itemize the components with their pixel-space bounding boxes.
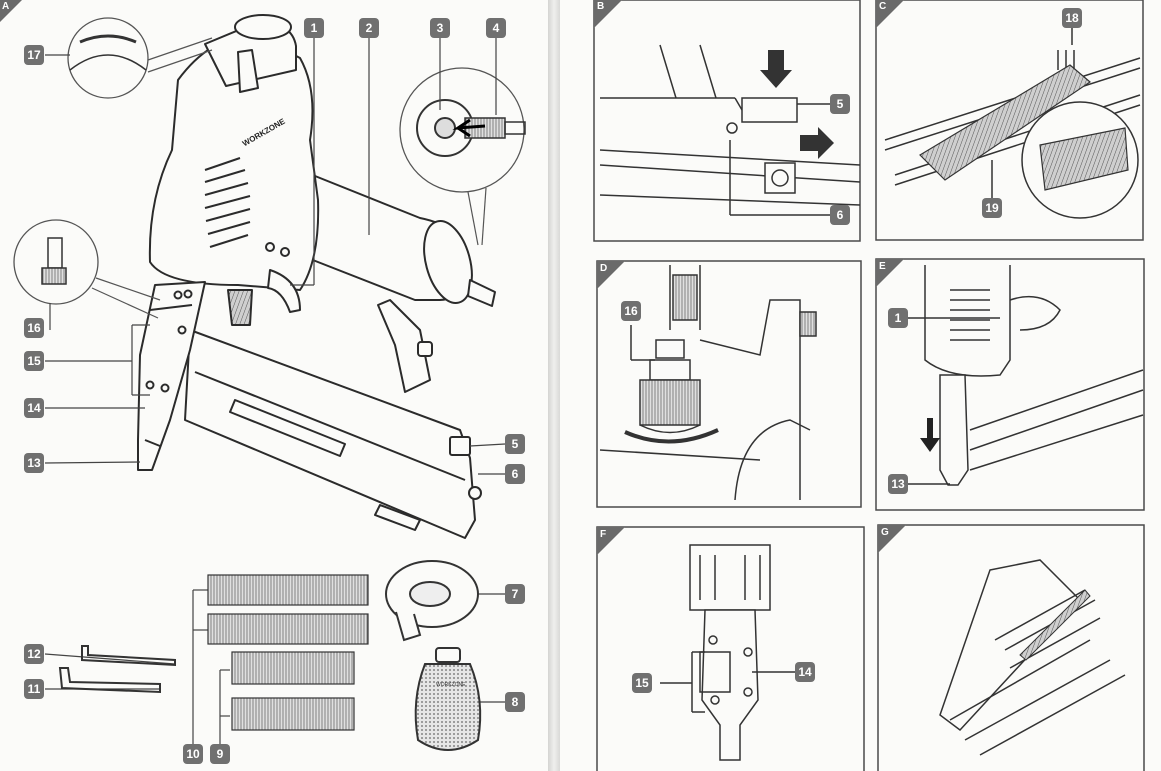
callout-3: 3	[430, 18, 450, 38]
callout-1: 1	[888, 308, 908, 328]
allen-keys	[58, 645, 176, 694]
callout-15: 15	[632, 673, 652, 693]
callout-18: 18	[1062, 8, 1082, 28]
figure-e	[875, 258, 1145, 511]
callout-4: 4	[486, 18, 506, 38]
figure-b-label: B	[597, 1, 605, 12]
callout-15: 15	[24, 351, 44, 371]
figure-c-label: C	[879, 1, 887, 12]
brad-nail-strips	[207, 574, 369, 731]
callout-8: 8	[505, 692, 525, 712]
figure-b	[593, 0, 861, 242]
callout-17: 17	[24, 45, 44, 65]
callout-7: 7	[505, 584, 525, 604]
callout-2: 2	[359, 18, 379, 38]
grip-ribs	[204, 157, 251, 248]
callout-16: 16	[24, 318, 44, 338]
bottle-brand-label: WORKZONE	[436, 682, 466, 688]
oil-bottle	[414, 647, 482, 751]
leader-lines	[44, 38, 506, 744]
rotate-arrow-icon	[79, 34, 137, 44]
down-arrow-icon	[920, 418, 940, 452]
figure-f	[596, 526, 865, 771]
callout-12: 12	[24, 644, 44, 664]
callout-14: 14	[24, 398, 44, 418]
callout-13: 13	[888, 474, 908, 494]
callout-5: 5	[830, 94, 850, 114]
figure-a-corner	[0, 0, 22, 22]
figure-a-label: A	[2, 1, 10, 12]
detail-circle-16	[13, 219, 99, 305]
figure-d-label: D	[600, 263, 608, 274]
right-arrow-icon	[800, 127, 834, 159]
callout-16: 16	[621, 301, 641, 321]
nail-gun-drawing	[137, 14, 496, 539]
callout-6: 6	[505, 464, 525, 484]
callout-10: 10	[183, 744, 203, 764]
callout-14: 14	[795, 662, 815, 682]
figure-g	[877, 524, 1145, 771]
callout-19: 19	[982, 198, 1002, 218]
down-arrow-icon	[760, 50, 792, 88]
figure-c	[875, 0, 1144, 241]
callout-9: 9	[210, 744, 230, 764]
insert-arrow-icon	[452, 118, 486, 138]
callout-5: 5	[505, 434, 525, 454]
callout-1: 1	[304, 18, 324, 38]
thread-seal-tape	[385, 560, 479, 642]
figure-d	[596, 260, 862, 508]
callout-11: 11	[24, 679, 44, 699]
callout-6: 6	[830, 205, 850, 225]
figure-a	[0, 0, 526, 751]
rotate-arrow-icon	[624, 428, 719, 444]
book-gutter	[548, 0, 560, 771]
figure-g-label: G	[881, 527, 889, 538]
callout-13: 13	[24, 453, 44, 473]
detail-circle-17	[67, 17, 149, 99]
figure-f-label: F	[600, 529, 607, 540]
figure-e-label: E	[879, 261, 886, 272]
